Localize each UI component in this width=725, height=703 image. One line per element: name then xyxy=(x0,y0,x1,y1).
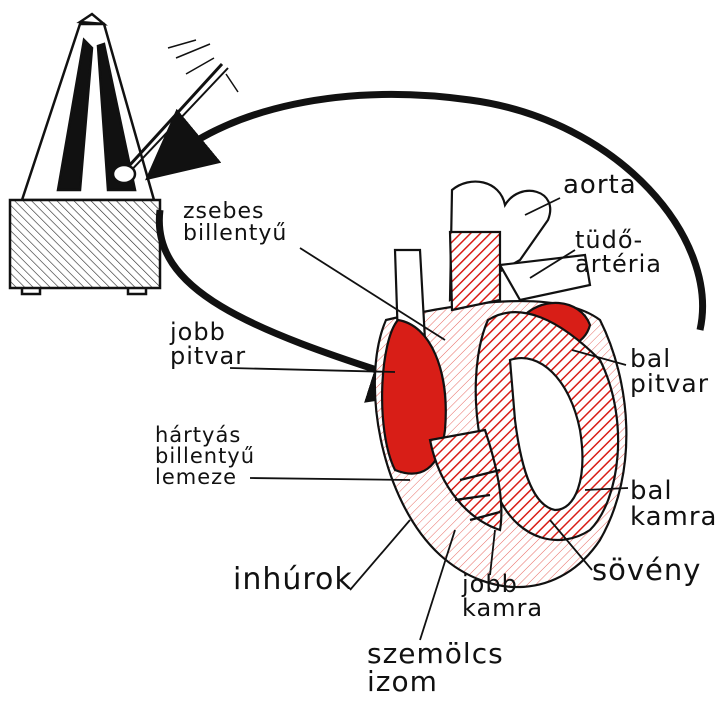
label-line: lemeze xyxy=(155,467,255,488)
label-line: artéria xyxy=(575,252,662,276)
label-line: billentyű xyxy=(183,223,287,245)
metronome-icon xyxy=(10,14,238,294)
label-aorta: aorta xyxy=(563,172,637,198)
label-tudoarteria: tüdő- artéria xyxy=(575,228,662,276)
label-zsebes-billentyu: zsebes billentyű xyxy=(183,201,287,245)
label-line: zsebes xyxy=(183,201,287,223)
label-line: szemölcs xyxy=(367,640,504,668)
label-line: bal xyxy=(630,478,717,504)
label-jobb-kamra: jobb kamra xyxy=(462,572,543,620)
label-line: hártyás xyxy=(155,425,255,446)
label-line: bal xyxy=(630,346,709,371)
label-szemolcs-izom: szemölcs izom xyxy=(367,640,504,696)
label-line: kamra xyxy=(630,504,717,530)
label-line: pitvar xyxy=(630,371,709,396)
label-hartyas-billentyu-lemeze: hártyás billentyű lemeze xyxy=(155,425,255,488)
label-line: pitvar xyxy=(170,344,246,368)
label-line: jobb xyxy=(462,572,543,596)
label-bal-kamra: bal kamra xyxy=(630,478,717,530)
label-inhurok: inhúrok xyxy=(233,565,353,595)
label-line: aorta xyxy=(563,172,637,198)
label-line: billentyű xyxy=(155,446,255,467)
label-line: inhúrok xyxy=(233,565,353,595)
label-line: kamra xyxy=(462,596,543,620)
label-line: jobb xyxy=(170,320,246,344)
label-line: tüdő- xyxy=(575,228,662,252)
label-line: izom xyxy=(367,668,504,696)
label-bal-pitvar: bal pitvar xyxy=(630,346,709,396)
label-soveny: sövény xyxy=(592,556,701,585)
label-line: sövény xyxy=(592,556,701,585)
label-jobb-pitvar: jobb pitvar xyxy=(170,320,246,368)
